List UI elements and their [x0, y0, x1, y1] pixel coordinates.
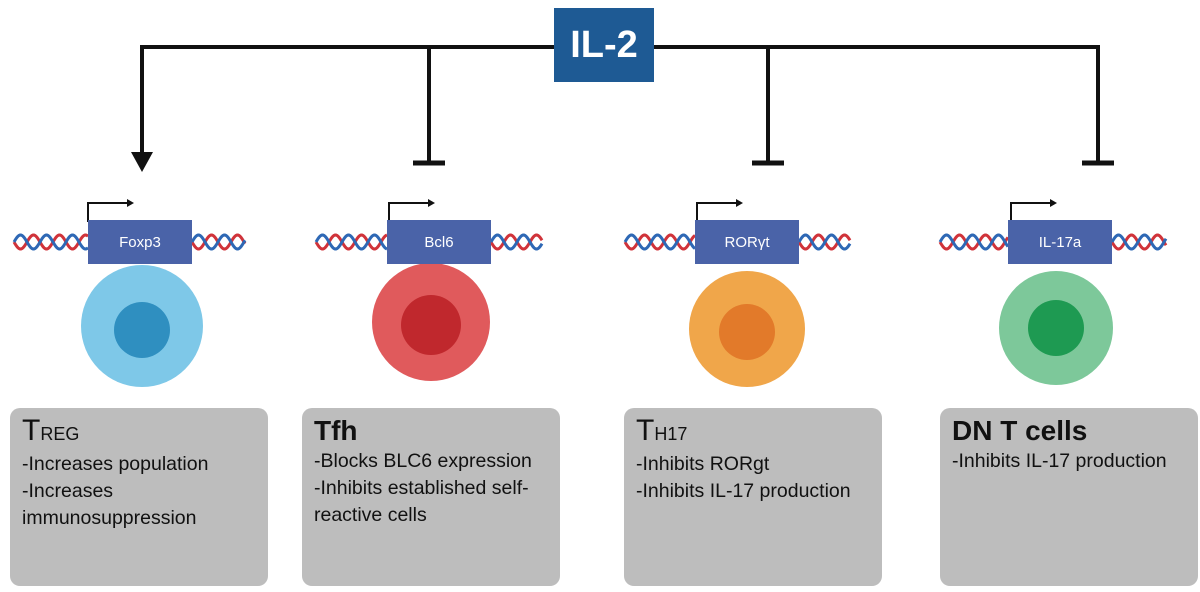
gene-label-il17a: IL-17a [1008, 220, 1112, 264]
il2-label: IL-2 [554, 8, 654, 82]
tfh-point: -Blocks BLC6 expression [314, 450, 532, 472]
dn-t-cells-title: DN T cells [952, 415, 1088, 446]
dn-t-cells-point: -Inhibits IL-17 production [952, 450, 1167, 472]
dna-strand-icon [1110, 233, 1168, 251]
th17-title: TH17 [636, 414, 688, 447]
transcription-arrow-icon [1010, 199, 1057, 222]
th17-point: -Inhibits RORgt [636, 453, 770, 475]
dna-strand-icon [623, 233, 696, 251]
dna-strand-icon [1110, 233, 1168, 251]
dna-strand-icon [314, 233, 388, 251]
treg-info-box: TREG -Increases population -Increases im… [10, 408, 268, 586]
tfh-point: -Inhibits established self-reactive cell… [314, 477, 529, 526]
dna-strand-icon [12, 233, 89, 251]
treg-point: -Increases immunosuppression [22, 480, 197, 529]
dna-strand-icon [190, 233, 247, 251]
dna-strand-icon [938, 233, 1010, 251]
transcription-arrow-icon [87, 199, 134, 222]
arrow-head-icon [131, 152, 153, 172]
dn-t-cells-info-box: DN T cells -Inhibits IL-17 production [940, 408, 1198, 586]
dna-strand-icon [623, 233, 696, 251]
dna-strand-icon [797, 233, 852, 251]
th17-info-box: TH17 -Inhibits RORgt -Inhibits IL-17 pro… [624, 408, 882, 586]
transcription-arrow-icon [388, 199, 435, 222]
tfh-info-box: Tfh -Blocks BLC6 expression -Inhibits es… [302, 408, 560, 586]
gene-label-bcl6: Bcl6 [387, 220, 491, 264]
dna-strand-icon [938, 233, 1010, 251]
th17-cell-icon [689, 271, 805, 387]
treg-cell-icon [81, 265, 203, 387]
tfh-title: Tfh [314, 415, 358, 446]
th17-point: -Inhibits IL-17 production [636, 480, 851, 502]
gene-label-foxp3: Foxp3 [88, 220, 192, 264]
gene-label-roryt: RORγt [695, 220, 799, 264]
dna-strand-icon [489, 233, 544, 251]
dn-t-cell-icon [999, 271, 1113, 385]
tfh-cell-icon [372, 263, 490, 381]
transcription-arrow-icon [696, 199, 743, 222]
dna-strand-icon [314, 233, 388, 251]
treg-point: -Increases population [22, 453, 209, 475]
treg-title: TREG [22, 414, 80, 447]
